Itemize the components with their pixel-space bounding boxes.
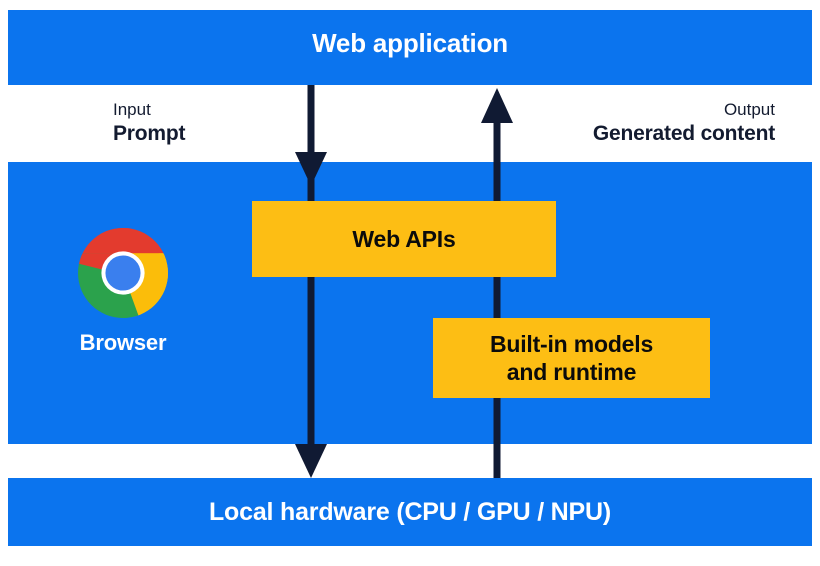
flow-label-output: Output Generated content [593,99,775,148]
box-builtin-models-line1: Built-in models [489,330,654,357]
flow-input-kicker: Input [113,100,151,119]
box-builtin-models[interactable]: Built-in models and runtime [433,318,710,398]
box-web-apis-label: Web APIs [352,225,456,252]
flow-output-value: Generated content [592,121,775,145]
box-builtin-models-line2: and runtime [506,359,637,385]
box-builtin-models-label: Built-in models and runtime [490,330,653,386]
flow-input-value: Prompt [113,121,186,145]
browser-node: Browser [43,228,203,356]
layer-web-application [8,10,812,85]
layer-local-hardware [8,478,812,546]
chrome-logo-icon [78,228,168,318]
layer-local-hardware-label: Local hardware (CPU / GPU / NPU) [208,498,611,526]
layer-web-application-label: Web application [312,28,508,58]
flow-output-kicker: Output [723,100,775,119]
box-web-apis[interactable]: Web APIs [252,201,556,277]
browser-label: Browser [79,330,167,355]
flow-label-input: Input Prompt [113,99,186,148]
